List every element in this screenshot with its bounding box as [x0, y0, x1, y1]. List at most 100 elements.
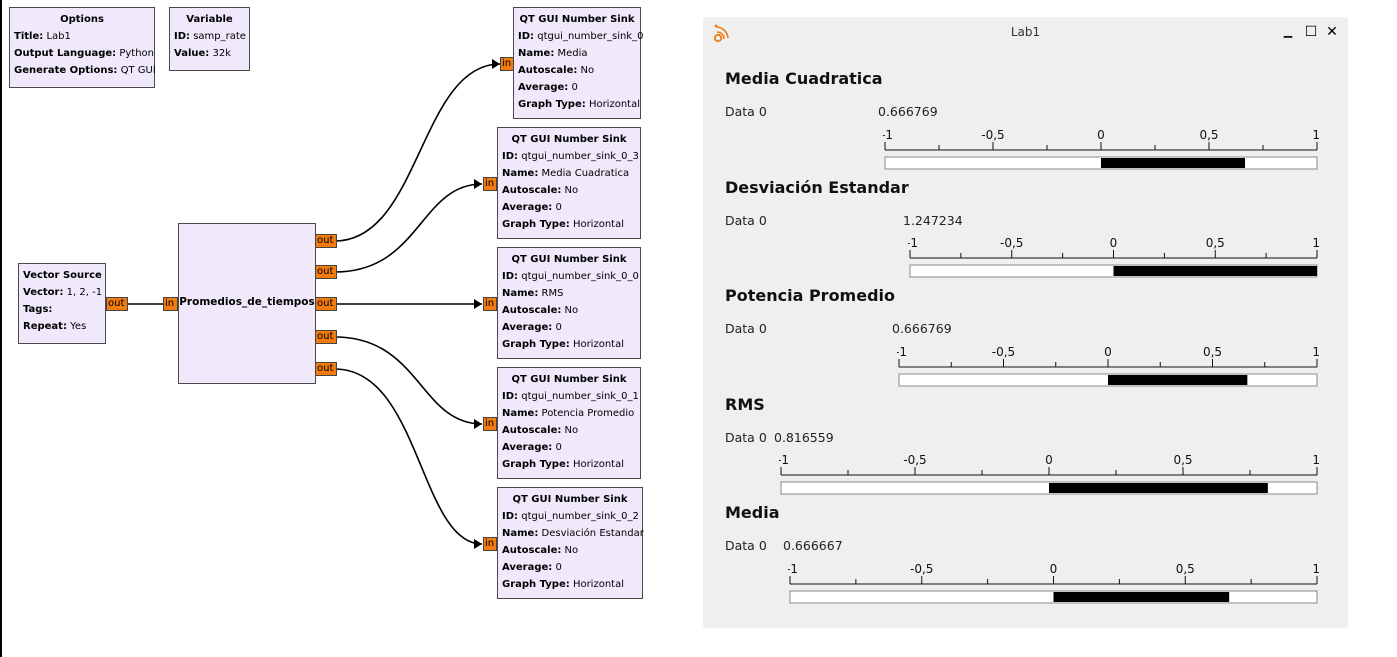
vector-source-block[interactable]: Vector Source Vector: 1, 2, -1 Tags: Rep… — [18, 263, 106, 344]
arrow-head — [474, 179, 482, 189]
close-button[interactable]: ✕ — [1326, 24, 1338, 40]
number-sink-block-desviacion-estandar[interactable]: QT GUI Number Sink ID: qtgui_number_sink… — [497, 487, 644, 599]
block-title: QT GUI Number Sink — [512, 494, 628, 505]
number-sink-gauge: -1-0,500,51 — [788, 562, 1320, 604]
gnuradio-app-icon — [713, 24, 729, 43]
block-param-row: ID: qtgui_number_sink_0_3 — [502, 151, 639, 162]
scale-tick-label: -0,5 — [1000, 236, 1023, 250]
data-label: Data 0 — [725, 538, 767, 553]
gauge-fill-bar — [1108, 375, 1248, 385]
scale-tick-label: 1 — [1312, 562, 1320, 576]
number-sink-block-rms[interactable]: QT GUI Number Sink ID: qtgui_number_sink… — [497, 247, 641, 359]
scale-tick-label: -1 — [897, 345, 907, 359]
block-param-row: Graph Type: Horizontal — [518, 99, 640, 110]
scale-tick-label: 1 — [1312, 453, 1320, 467]
number-sink-block-media-cuadratica[interactable]: QT GUI Number Sink ID: qtgui_number_sink… — [497, 127, 641, 239]
gauge-fill-bar — [1049, 483, 1268, 493]
maximize-button[interactable]: ☐ — [1304, 24, 1318, 40]
block-title: QT GUI Number Sink — [511, 134, 627, 145]
scale-tick-label: -1 — [788, 562, 798, 576]
number-sink-gauge: -1-0,500,51 — [883, 128, 1320, 170]
scale-tick-label: 1 — [1312, 236, 1320, 250]
block-param-row: Name: Potencia Promedio — [502, 408, 635, 419]
promedios-block[interactable]: Promedios_de_tiempos — [178, 223, 316, 384]
scale-tick-label: -0,5 — [992, 345, 1015, 359]
section-title: Desviación Estandar — [725, 178, 909, 197]
scale-tick-label: -1 — [779, 453, 789, 467]
arrow-head — [492, 59, 500, 69]
arrow-head — [474, 299, 482, 309]
data-value: 1.247234 — [903, 213, 963, 228]
sink-in-port[interactable]: in — [483, 417, 497, 431]
block-param-row: Autoscale: No — [502, 185, 579, 196]
sink-in-port[interactable]: in — [483, 177, 497, 191]
block-param-row: Average: 0 — [502, 562, 562, 573]
data-value: 0.666667 — [783, 538, 843, 553]
section-title: RMS — [725, 395, 765, 414]
scale-tick-label: 0 — [1110, 236, 1118, 250]
wire-out1-to-media-cuadratica — [334, 183, 483, 273]
variable-block[interactable]: Variable ID: samp_rate Value: 32k — [169, 7, 250, 71]
block-param-row: Average: 0 — [518, 82, 578, 93]
sink-in-port[interactable]: in — [483, 537, 497, 551]
scale-tick-label: 0,5 — [1173, 453, 1192, 467]
vector-source-out-port[interactable]: out — [106, 297, 128, 311]
block-param-row: Autoscale: No — [502, 305, 579, 316]
canvas-border — [0, 0, 2, 657]
number-sink-gauge: -1-0,500,51 — [908, 236, 1320, 278]
scale-tick-label: -0,5 — [981, 128, 1004, 142]
sink-in-port[interactable]: in — [483, 297, 497, 311]
block-param-row: ID: qtgui_number_sink_0_1 — [502, 391, 639, 402]
block-param-row: Value: 32k — [174, 48, 231, 59]
gauge-fill-bar — [1053, 592, 1230, 602]
block-param-row: Output Language: Python — [14, 48, 155, 59]
block-param-row: ID: qtgui_number_sink_0_2 — [502, 511, 639, 522]
section-title: Media Cuadratica — [725, 69, 883, 88]
block-param-row: Autoscale: No — [502, 545, 579, 556]
data-label: Data 0 — [725, 321, 767, 336]
number-sink-block-media[interactable]: QT GUI Number Sink ID: qtgui_number_sink… — [513, 7, 644, 119]
number-sink-block-potencia-promedio[interactable]: QT GUI Number Sink ID: qtgui_number_sink… — [497, 367, 641, 479]
data-value: 0.816559 — [774, 430, 834, 445]
gauge-fill-bar — [1101, 158, 1246, 168]
scale-tick-label: 1 — [1312, 128, 1320, 142]
block-param-row: ID: qtgui_number_sink_0 — [518, 31, 644, 42]
promedios-out-port-4[interactable]: out — [315, 362, 337, 376]
block-param-row: Tags: — [23, 304, 53, 315]
promedios-out-port-3[interactable]: out — [315, 330, 337, 344]
data-value: 0.666769 — [892, 321, 952, 336]
block-title: Options — [60, 14, 104, 25]
data-label: Data 0 — [725, 104, 767, 119]
section-title: Media — [725, 503, 780, 522]
block-title: Variable — [186, 14, 233, 25]
arrow-head — [474, 419, 482, 429]
scale-tick-label: -0,5 — [903, 453, 926, 467]
scale-tick-label: -1 — [883, 128, 893, 142]
scale-tick-label: -1 — [908, 236, 918, 250]
promedios-out-port-1[interactable]: out — [315, 265, 337, 279]
block-param-row: Graph Type: Horizontal — [502, 339, 624, 350]
block-param-row: Graph Type: Horizontal — [502, 219, 624, 230]
scale-tick-label: -0,5 — [910, 562, 933, 576]
window-titlebar[interactable]: Lab1 ▁ ☐ ✕ — [703, 17, 1348, 49]
block-param-row: Name: Desviación Estandar — [502, 528, 644, 539]
promedios-in-port[interactable]: in — [163, 297, 178, 311]
block-param-row: Average: 0 — [502, 322, 562, 333]
block-param-row: Repeat: Yes — [23, 321, 87, 332]
data-label: Data 0 — [725, 430, 767, 445]
arrow-head — [474, 539, 482, 549]
block-title: Promedios_de_tiempos — [179, 296, 315, 308]
wire-out0-to-media — [334, 63, 501, 242]
promedios-out-port-0[interactable]: out — [315, 234, 337, 248]
block-param-row: Title: Lab1 — [14, 31, 71, 42]
flowgraph-canvas[interactable]: Options Title: Lab1 Output Language: Pyt… — [0, 0, 690, 657]
sink-in-port[interactable]: in — [500, 57, 514, 71]
block-param-row: Name: Media — [518, 48, 588, 59]
number-sink-gauge: -1-0,500,51 — [897, 345, 1320, 387]
lab1-window[interactable]: Lab1 ▁ ☐ ✕ Media Cuadratica Data 0 0.666… — [703, 17, 1348, 628]
scale-tick-label: 0,5 — [1203, 345, 1222, 359]
promedios-out-port-2[interactable]: out — [315, 297, 337, 311]
options-block[interactable]: Options Title: Lab1 Output Language: Pyt… — [9, 7, 156, 88]
minimize-button[interactable]: ▁ — [1283, 25, 1293, 38]
block-title: QT GUI Number Sink — [511, 254, 627, 265]
